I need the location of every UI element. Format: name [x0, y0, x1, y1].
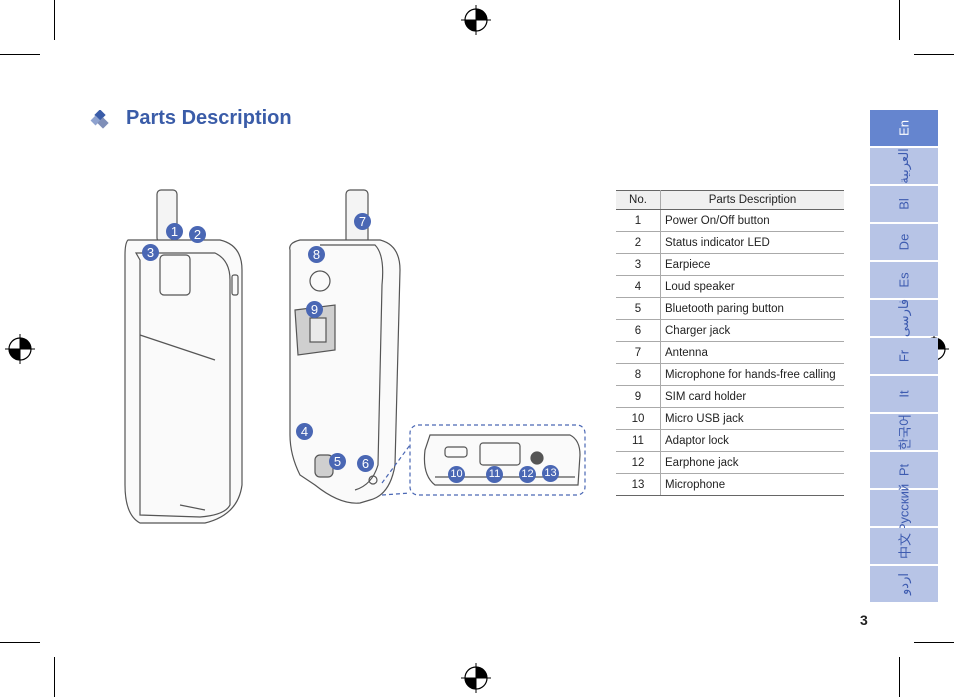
part-description: Power On/Off button: [660, 209, 844, 232]
column-header-description: Parts Description: [660, 190, 844, 210]
callout-13: 13: [542, 465, 559, 482]
language-tab[interactable]: العربية: [870, 148, 938, 184]
part-description: Earpiece: [660, 253, 844, 276]
language-tab-label: Es: [896, 272, 912, 288]
part-description: Earphone jack: [660, 451, 844, 474]
language-tab[interactable]: It: [870, 376, 938, 412]
language-tab-label: Pt: [896, 463, 912, 477]
language-tab-label: Русский: [896, 483, 912, 533]
callout-5: 5: [329, 453, 346, 470]
callout-4: 4: [296, 423, 313, 440]
part-description: Charger jack: [660, 319, 844, 342]
page-number: 3: [860, 612, 868, 628]
language-tab[interactable]: En: [870, 110, 938, 146]
callout-11: 11: [486, 466, 503, 483]
part-number: 8: [616, 363, 661, 386]
part-description: Adaptor lock: [660, 429, 844, 452]
language-tab[interactable]: 中文: [870, 528, 938, 564]
language-tab-label: 中文: [897, 532, 913, 560]
device-illustration: [124, 189, 586, 524]
callout-10: 10: [448, 466, 465, 483]
callout-3: 3: [142, 244, 159, 261]
language-tab-label: It: [896, 390, 912, 398]
part-number: 10: [616, 407, 661, 430]
callout-1: 1: [166, 223, 183, 240]
part-number: 6: [616, 319, 661, 342]
crop-mark: [0, 642, 40, 643]
crop-mark: [899, 0, 900, 40]
language-tab[interactable]: Es: [870, 262, 938, 298]
diamond-bullet-icon: [90, 110, 109, 129]
part-number: 2: [616, 231, 661, 254]
language-tab-label: اردو: [896, 573, 911, 595]
part-description: Loud speaker: [660, 275, 844, 298]
registration-mark-icon: [461, 5, 491, 35]
crop-mark: [54, 657, 55, 697]
part-number: 3: [616, 253, 661, 276]
part-description: Microphone for hands-free calling: [660, 363, 844, 386]
language-tab[interactable]: اردو: [870, 566, 938, 602]
part-description: Antenna: [660, 341, 844, 364]
part-description: Microphone: [660, 473, 844, 496]
part-number: 5: [616, 297, 661, 320]
crop-mark: [54, 0, 55, 40]
part-number: 9: [616, 385, 661, 408]
part-number: 4: [616, 275, 661, 298]
language-tab[interactable]: De: [870, 224, 938, 260]
language-tab[interactable]: فارسی: [870, 298, 938, 338]
language-tab[interactable]: Русский: [870, 484, 938, 532]
language-tab[interactable]: Fr: [870, 338, 938, 374]
callout-7: 7: [354, 213, 371, 230]
part-number: 13: [616, 473, 661, 496]
callout-12: 12: [519, 466, 536, 483]
column-header-no: No.: [616, 190, 661, 210]
crop-mark: [0, 54, 40, 55]
part-description: Status indicator LED: [660, 231, 844, 254]
part-description: Bluetooth paring button: [660, 297, 844, 320]
part-number: 1: [616, 209, 661, 232]
language-tab[interactable]: Pt: [870, 452, 938, 488]
callout-8: 8: [308, 246, 325, 263]
language-tab-label: De: [896, 233, 912, 251]
registration-mark-icon: [461, 663, 491, 693]
part-number: 12: [616, 451, 661, 474]
language-tab-label: العربية: [896, 148, 911, 184]
crop-mark: [899, 657, 900, 697]
table-header-row: No. Parts Description: [616, 190, 844, 210]
part-number: 7: [616, 341, 661, 364]
part-description: Micro USB jack: [660, 407, 844, 430]
language-tab-label: فارسی: [896, 298, 911, 338]
language-tab-label: Bl: [896, 198, 912, 210]
crop-mark: [914, 642, 954, 643]
callout-9: 9: [306, 301, 323, 318]
language-tab-label: En: [896, 120, 912, 136]
callout-6: 6: [357, 455, 374, 472]
crop-mark: [914, 54, 954, 55]
language-tab-label: Fr: [896, 349, 912, 363]
page-title: Parts Description: [126, 107, 292, 129]
language-tab[interactable]: Bl: [870, 186, 938, 222]
part-description: SIM card holder: [660, 385, 844, 408]
callout-2: 2: [189, 226, 206, 243]
part-number: 11: [616, 429, 661, 452]
language-tab[interactable]: 한국어: [870, 414, 938, 450]
language-tab-label: 한국어: [897, 414, 913, 450]
registration-mark-icon: [5, 334, 35, 364]
